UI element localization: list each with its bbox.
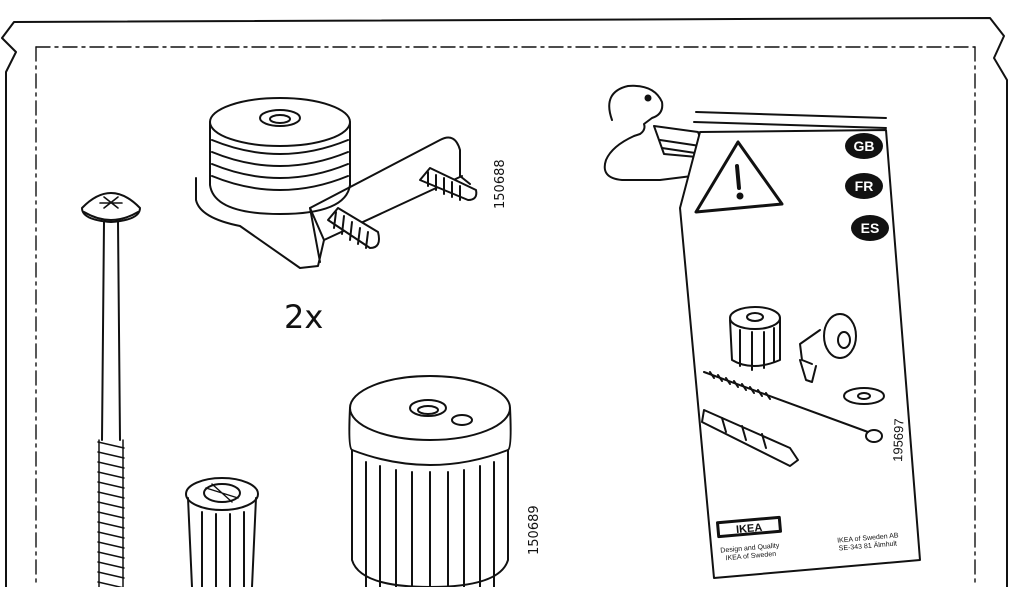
language-badge-gb: GB [854,138,875,154]
bag-outline [1,17,1008,588]
language-badge-es: ES [861,220,880,236]
warning-triangle-icon [694,140,784,214]
long-screw [81,192,141,589]
booklet-part-number: 195697 [890,418,907,462]
connector-quantity: 2x [284,298,324,336]
knob [348,375,512,588]
instruction-booklet [679,111,921,579]
ikea-logo-text: IKEA [736,522,763,536]
wall-plug [185,477,259,588]
ikea-logo [716,515,782,539]
language-badges [845,133,889,241]
booklet-tagline-line2: IKEA of Sweden [725,551,776,562]
connector-part-number: 150688 [493,159,508,209]
knob-part-number: 150689 [527,505,542,555]
connector-fitting [195,97,478,269]
language-badge-fr: FR [855,178,874,194]
